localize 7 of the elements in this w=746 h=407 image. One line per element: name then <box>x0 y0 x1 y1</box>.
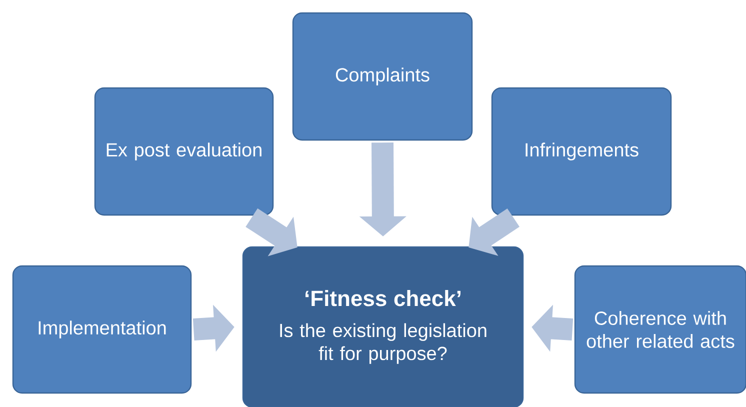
process-box: Complaints <box>292 12 473 141</box>
process-box: ‘Fitness check’ Is the existing legislation fit for purpose? <box>242 246 524 407</box>
block-arrow <box>468 208 520 256</box>
process-box: Implementation <box>12 265 192 394</box>
process-box: Coherence with other related acts <box>574 265 746 394</box>
process-box: Infringements <box>491 87 672 216</box>
process-box: Ex post evaluation <box>94 87 274 216</box>
